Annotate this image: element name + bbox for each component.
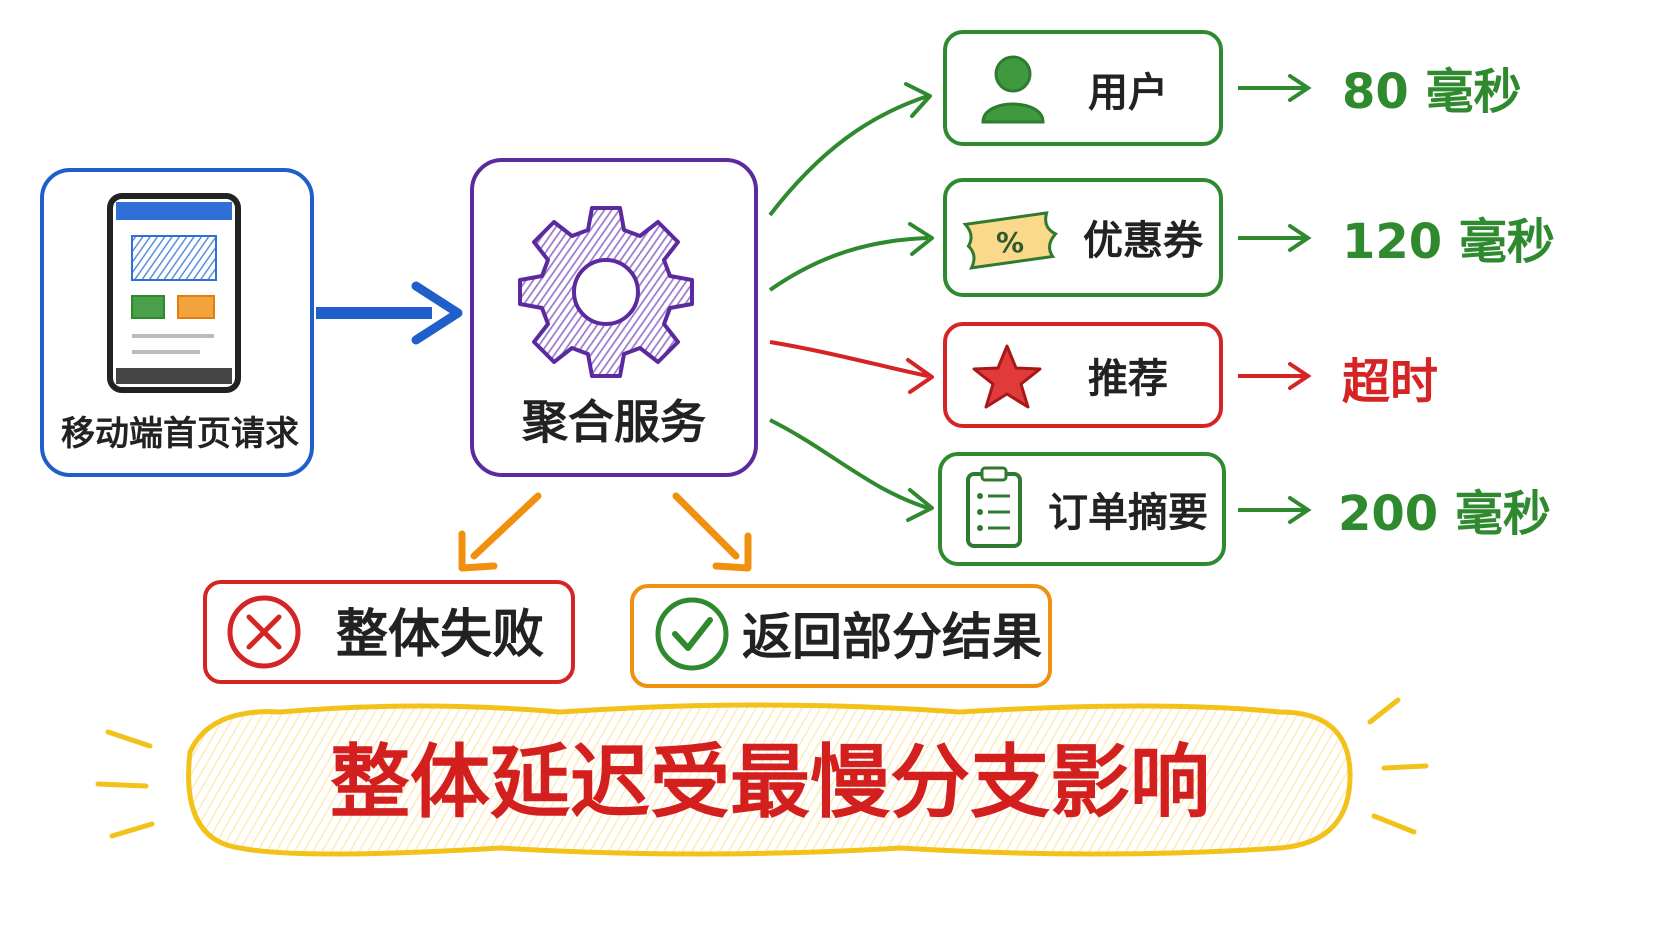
- banner-spark-lines: [95, 697, 1429, 839]
- outcome-label-partial: 返回部分结果: [742, 608, 1042, 666]
- banner-cloud: [186, 702, 1353, 857]
- fanout-arrows: [768, 82, 934, 522]
- banner: 整体延迟受最慢分支影响: [95, 697, 1429, 857]
- result-arrows: [1238, 74, 1312, 524]
- service-coupon: % 优惠券: [943, 178, 1223, 297]
- service-recommend: 推荐: [943, 322, 1223, 428]
- arrow-to-coupon: [768, 236, 929, 292]
- outcome-arrows: [458, 492, 752, 572]
- phone-icon: [107, 193, 241, 393]
- client-to-aggregator-arrow: [316, 281, 463, 345]
- check-circle-icon: [655, 597, 729, 671]
- arrow-to-order: [769, 418, 929, 510]
- result-order: 200 毫秒: [1338, 486, 1551, 542]
- gear-icon: [518, 206, 694, 378]
- result-recommend: 超时: [1342, 354, 1438, 410]
- service-label-coupon: 优惠券: [1083, 218, 1204, 264]
- service-order: 订单摘要: [938, 452, 1226, 566]
- clipboard-icon: [966, 466, 1022, 548]
- result-coupon: 120 毫秒: [1342, 214, 1555, 270]
- coupon-icon: %: [962, 211, 1059, 270]
- aggregator-label: 聚合服务: [521, 395, 706, 449]
- result-user: 80 毫秒: [1342, 64, 1522, 120]
- svg-text:%: %: [996, 226, 1024, 259]
- service-label-order: 订单摘要: [1048, 490, 1208, 536]
- outcome-failure: 整体失败: [203, 580, 575, 684]
- outcome-partial: 返回部分结果: [630, 584, 1052, 688]
- outcome-label-failure: 整体失败: [336, 605, 544, 665]
- service-label-recommend: 推荐: [1088, 356, 1168, 402]
- x-circle-icon: [227, 595, 301, 669]
- arrow-to-recommend: [769, 340, 929, 378]
- star-icon: [972, 344, 1042, 409]
- service-label-user: 用户: [1088, 70, 1168, 116]
- client-node: 移动端首页请求: [40, 168, 314, 477]
- service-user: 用户: [943, 30, 1223, 146]
- banner-text: 整体延迟受最慢分支影响: [330, 736, 1210, 829]
- client-label: 移动端首页请求: [61, 414, 299, 454]
- arrow-to-user: [768, 94, 929, 217]
- aggregator-node: 聚合服务: [470, 158, 758, 477]
- user-icon: [981, 55, 1045, 124]
